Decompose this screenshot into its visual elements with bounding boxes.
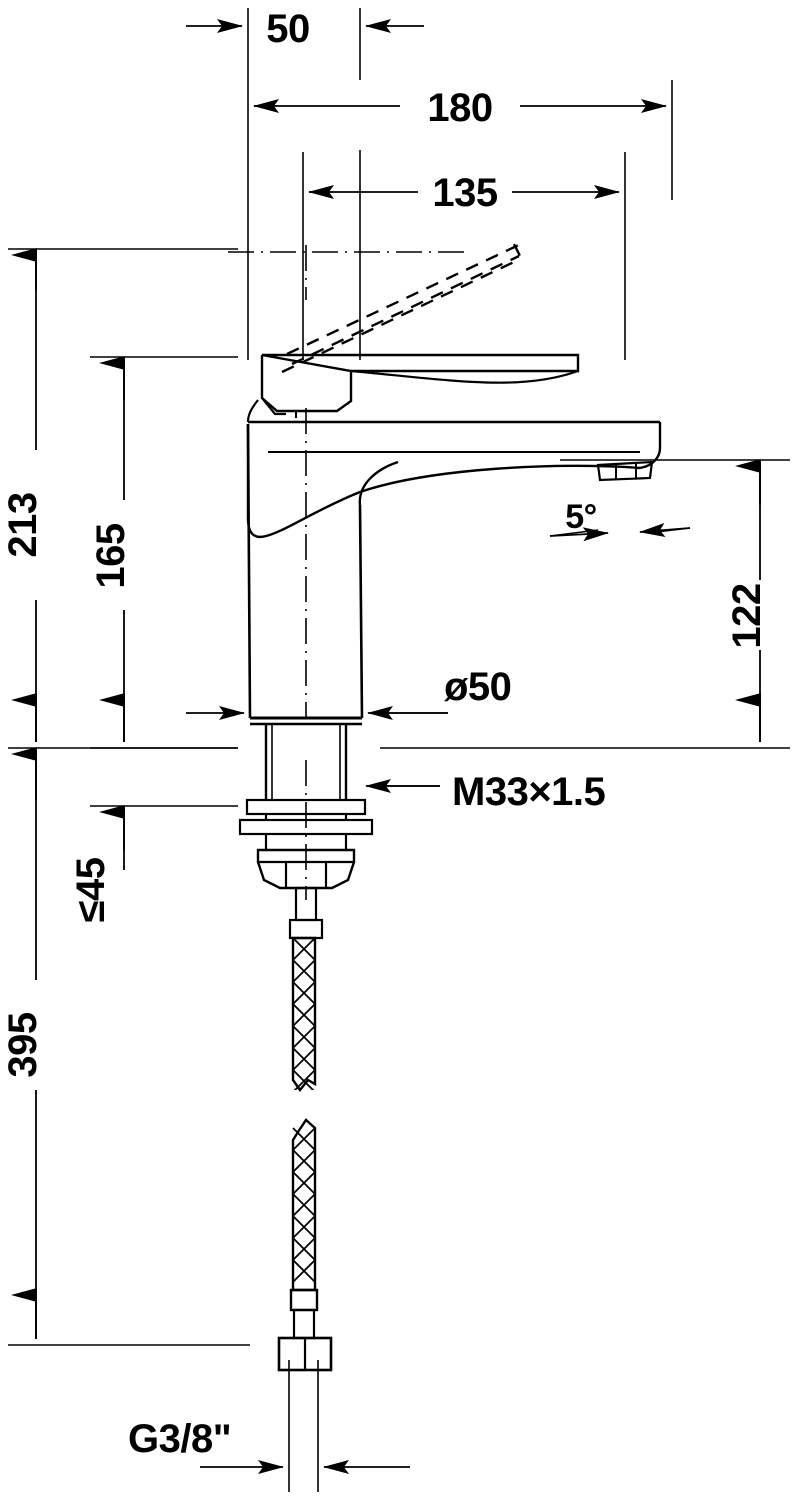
dim-label-395: 395 xyxy=(1,1012,45,1077)
dim-label-213: 213 xyxy=(1,492,45,557)
dim-label-135: 135 xyxy=(432,171,497,215)
dim-label-5deg: 5° xyxy=(565,498,597,536)
dim-label-122: 122 xyxy=(725,583,769,648)
dim-label-g38: G3/8" xyxy=(128,1417,231,1461)
dim-label-165: 165 xyxy=(89,523,133,588)
dim-label-45max: ≤45 xyxy=(69,857,113,922)
dim-label-180: 180 xyxy=(427,86,492,130)
dim-label-50: 50 xyxy=(266,7,310,51)
dim-label-d50: ø50 xyxy=(444,665,511,709)
dim-label-m33: M33×1.5 xyxy=(452,770,606,814)
